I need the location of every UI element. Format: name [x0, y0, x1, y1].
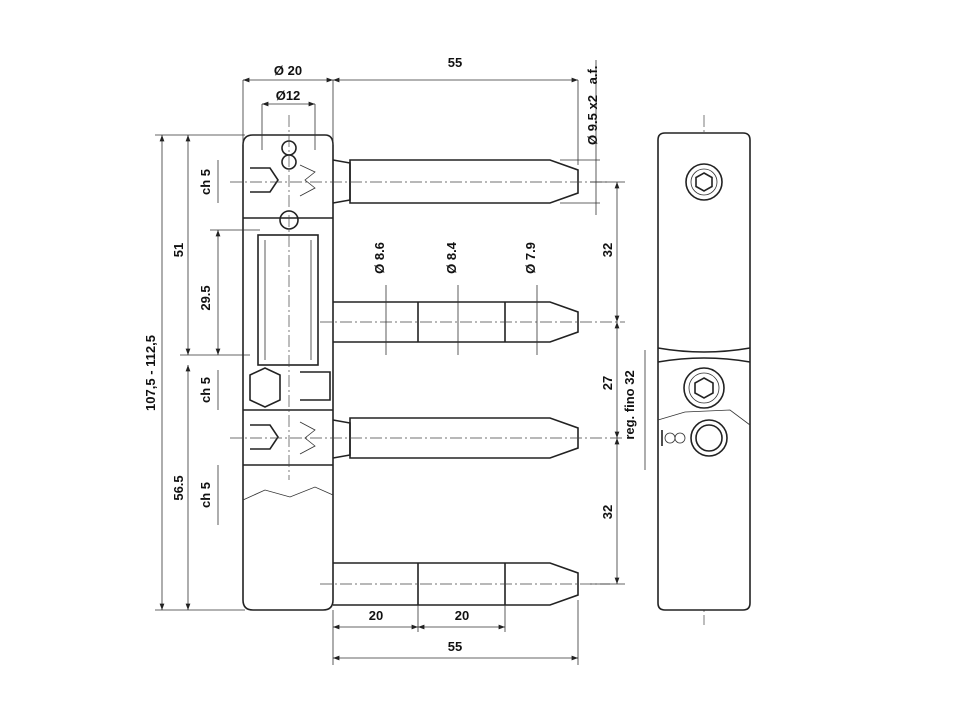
hinge-side-view — [657, 132, 751, 611]
hinge-body-front — [242, 134, 334, 611]
dim-dia-7-9: Ø 7.9 — [523, 242, 538, 274]
pin-top — [332, 159, 579, 204]
dim-spacing-mid: 27 — [600, 376, 615, 390]
dim-ch-mid: ch 5 — [198, 377, 213, 403]
dim-dia-body: Ø 20 — [274, 63, 302, 78]
dim-height-56-5: 56.5 — [171, 475, 186, 500]
dim-ch-bottom: ch 5 — [198, 482, 213, 508]
dim-seg1: 20 — [369, 608, 383, 623]
dim-adjust: reg. fino 32 — [622, 370, 637, 439]
dimension-lines — [155, 60, 646, 665]
dim-pin-length-top: 55 — [448, 55, 462, 70]
dim-height-51: 51 — [171, 243, 186, 257]
dim-spacing-bottom: 32 — [600, 505, 615, 519]
dim-dia-pin-top: Ø 9.5 x2 — [585, 95, 600, 145]
dim-ch-top: ch 5 — [198, 169, 213, 195]
dimension-labels: Ø 20 Ø12 55 a.f. Ø 9.5 x2 ch 5 51 29.5 Ø… — [143, 55, 637, 654]
dim-spacing-top: 32 — [600, 243, 615, 257]
pin-lower — [332, 417, 579, 459]
dim-across-flats: a.f. — [585, 66, 600, 85]
dim-total-height: 107,5 - 112,5 — [143, 335, 158, 411]
dim-dia-8-4: Ø 8.4 — [444, 241, 459, 274]
dim-pin-length-bottom: 55 — [448, 639, 462, 654]
dim-dia-inner: Ø12 — [276, 88, 301, 103]
dim-dia-8-6: Ø 8.6 — [372, 242, 387, 274]
dim-seg2: 20 — [455, 608, 469, 623]
dim-height-29-5: 29.5 — [198, 285, 213, 310]
